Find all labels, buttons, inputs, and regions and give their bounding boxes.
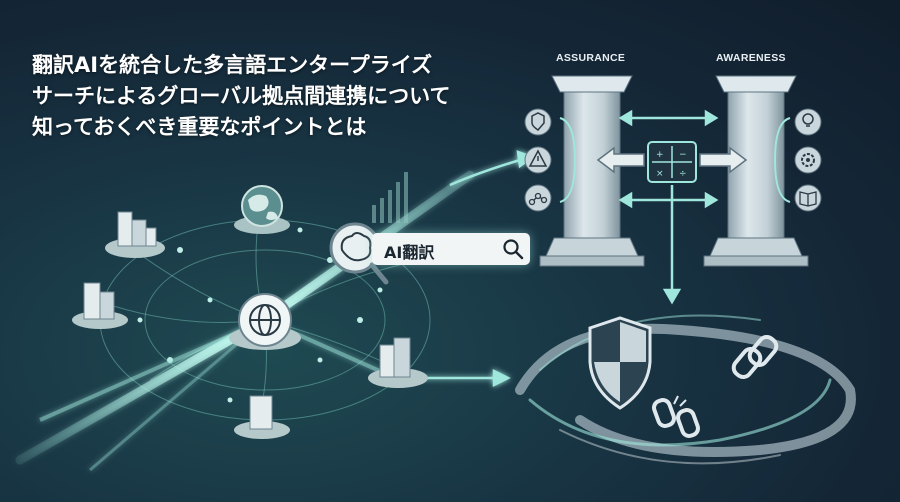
pillar-connectors bbox=[618, 109, 719, 305]
node-building-bottom bbox=[234, 395, 290, 439]
search-bar: AI翻訳 bbox=[372, 233, 530, 265]
pillar-label-awareness: AWARENESS bbox=[716, 52, 786, 64]
headline-line-2: サーチによるグローバル拠点間連携について bbox=[32, 84, 451, 108]
pillar-assurance bbox=[539, 75, 645, 267]
node-globe-top bbox=[234, 185, 290, 234]
headline: 翻訳AIを統合した多言語エンタープライズ サーチによるグローバル拠点間連携につい… bbox=[32, 50, 502, 143]
svg-text:÷: ÷ bbox=[679, 169, 687, 179]
chain-link-icon bbox=[731, 334, 779, 380]
node-building-left-top bbox=[105, 211, 165, 258]
left-icon-bracket bbox=[559, 117, 577, 203]
security-shield-icon bbox=[588, 316, 652, 410]
warning-icon bbox=[524, 146, 552, 174]
lightbulb-icon bbox=[794, 108, 822, 136]
node-building-right bbox=[368, 337, 428, 388]
pillar-label-assurance: ASSURANCE bbox=[556, 52, 626, 64]
broken-chain-icon bbox=[652, 395, 700, 438]
gear-icon bbox=[794, 146, 822, 174]
data-swirl bbox=[515, 314, 856, 465]
node-globe-center bbox=[229, 293, 301, 350]
search-bar-text: AI翻訳 bbox=[384, 243, 435, 262]
growth-bars bbox=[372, 172, 408, 223]
svg-text:×: × bbox=[656, 169, 664, 179]
arrow-to-pillars bbox=[449, 150, 535, 187]
shield-small-icon bbox=[524, 108, 552, 136]
node-building-left-mid bbox=[72, 282, 128, 329]
search-icon bbox=[503, 239, 524, 260]
process-grid-icon: + − × ÷ bbox=[647, 141, 697, 183]
right-icon-bracket bbox=[773, 117, 791, 203]
svg-text:−: − bbox=[679, 150, 687, 160]
pillar-awareness bbox=[703, 75, 809, 267]
svg-text:+: + bbox=[656, 150, 664, 160]
headline-line-3: 知っておくべき重要なポイントとは bbox=[32, 115, 367, 139]
headline-line-1: 翻訳AIを統合した多言語エンタープライズ bbox=[32, 53, 433, 77]
book-icon bbox=[794, 184, 822, 212]
network-small-icon bbox=[524, 184, 552, 212]
double-arrows bbox=[596, 146, 748, 174]
